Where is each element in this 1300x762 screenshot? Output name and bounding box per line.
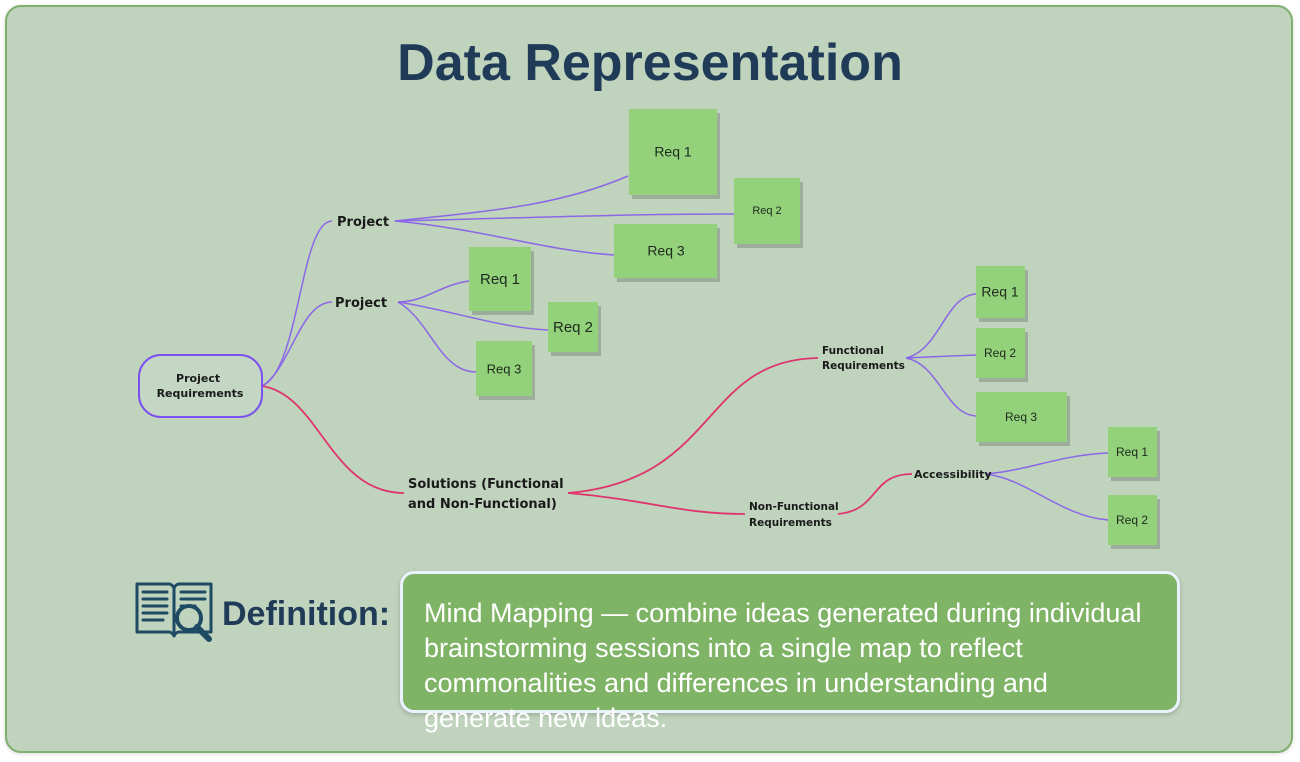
connector-solutions-nonfunctional [567, 492, 746, 515]
svg-text:Req 1: Req 1 [981, 284, 1019, 300]
connector-project-2-req-3 [397, 301, 477, 373]
svg-text:Req 2: Req 2 [752, 205, 781, 217]
branch-solutions-label: Solutions (Functional and Non-Functional… [408, 477, 568, 512]
connector-functional-req-1 [905, 293, 977, 359]
connector-root-project-2 [261, 301, 333, 387]
sticky-note-project-1-req-2: Req 2 [734, 178, 803, 248]
definition-text: Mind Mapping — combine ideas generated d… [424, 598, 1142, 733]
branch-project-1-label: Project [337, 215, 389, 230]
sticky-note-functional-req-3: Req 3 [976, 392, 1070, 446]
definition-box: Mind Mapping — combine ideas generated d… [400, 571, 1180, 733]
connector-accessibility-req-2 [985, 473, 1109, 521]
connector-functional-req-3 [905, 357, 977, 417]
functional-requirements-label: Functional Requirements [822, 345, 905, 372]
svg-text:Req 2: Req 2 [553, 319, 593, 336]
svg-text:Req 1: Req 1 [480, 271, 520, 288]
root-node [138, 354, 263, 418]
connector-accessibility-req-1 [985, 452, 1109, 475]
sticky-note-project-1-req-3: Req 3 [614, 224, 720, 282]
connector-project-1-req-1 [394, 175, 629, 222]
connector-project-2-req-1 [397, 280, 470, 303]
svg-text:Req 3: Req 3 [647, 243, 685, 259]
connector-functional-req-2 [905, 354, 977, 359]
connector-nonfunctional-accessibility [837, 473, 913, 515]
connector-solutions-functional [567, 357, 819, 494]
book-magnifier-icon [133, 578, 215, 644]
svg-text:Req 2: Req 2 [1116, 513, 1148, 527]
sticky-note-accessibility-req-1: Req 1 [1108, 427, 1160, 481]
accessibility-label: Accessibility [914, 468, 992, 481]
svg-text:Req 1: Req 1 [1116, 445, 1148, 459]
svg-text:Req 2: Req 2 [984, 346, 1016, 360]
definition-label: Definition: [222, 595, 391, 633]
sticky-note-project-2-req-2: Req 2 [548, 302, 601, 356]
sticky-note-functional-req-1: Req 1 [976, 266, 1028, 322]
page-title: Data Representation [397, 34, 903, 92]
svg-text:Req 3: Req 3 [1005, 410, 1037, 424]
sticky-note-project-2-req-3: Req 3 [476, 341, 535, 400]
connector-root-solutions [261, 385, 405, 494]
root-node-label: Project Requirements [157, 372, 244, 400]
svg-text:Req 1: Req 1 [654, 144, 692, 160]
sticky-note-project-1-req-1: Req 1 [629, 109, 720, 199]
connector-project-1-req-2 [394, 213, 735, 222]
branch-project-2-label: Project [335, 296, 387, 311]
connector-project-1-req-3 [394, 220, 615, 256]
connector-project-2-req-2 [397, 301, 549, 331]
sticky-note-functional-req-2: Req 2 [976, 328, 1028, 382]
non-functional-requirements-label: Non-Functional Requirements [749, 501, 842, 529]
svg-text:Req 3: Req 3 [487, 361, 522, 376]
sticky-note-project-2-req-1: Req 1 [469, 247, 534, 315]
connector-root-project-1 [261, 220, 333, 387]
sticky-note-accessibility-req-2: Req 2 [1108, 495, 1160, 549]
